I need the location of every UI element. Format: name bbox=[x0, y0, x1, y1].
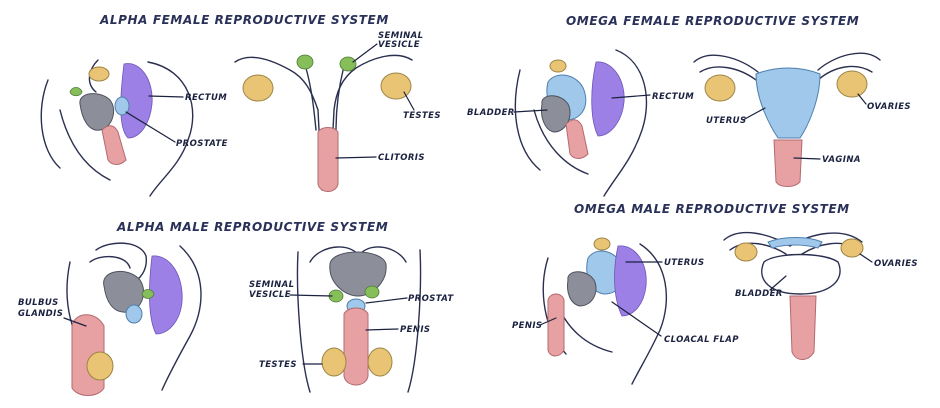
uterus-leader bbox=[742, 107, 766, 121]
seminal-vesicle-shape bbox=[296, 54, 314, 70]
alpha-male-testes-label: TESTES bbox=[259, 360, 297, 370]
ovaries-leader bbox=[857, 93, 867, 105]
bladder-shape bbox=[103, 271, 144, 313]
ovary-shape bbox=[840, 238, 864, 258]
urethra-shape bbox=[101, 125, 127, 165]
alpha-male-penis-label: PENIS bbox=[400, 325, 430, 335]
alpha-male-bulbus-label-2: GLANDIS bbox=[18, 309, 63, 319]
rectum-shape bbox=[148, 255, 183, 335]
ovary-shape bbox=[704, 74, 736, 102]
alpha-female-seminal-vesicle-label-1: SEMINAL bbox=[378, 31, 423, 41]
ovary-shape bbox=[734, 242, 758, 262]
alpha-male-title: ALPHA MALE REPRODUCTIVE SYSTEM bbox=[116, 220, 388, 234]
penis-leader bbox=[365, 328, 399, 331]
vagina-leader bbox=[793, 157, 821, 160]
penis-shape bbox=[789, 295, 817, 360]
alpha-male-seminal-vesicle-label-1: SEMINAL bbox=[249, 280, 294, 290]
omega-male-side-view bbox=[542, 237, 668, 385]
rectum-shape bbox=[614, 245, 647, 317]
seminal-vesicle-leader bbox=[289, 294, 333, 297]
omega-female-vagina-label: VAGINA bbox=[822, 155, 861, 165]
omega-male-penis-label: PENIS bbox=[512, 321, 542, 331]
seminal-vesicle-shape bbox=[364, 285, 380, 299]
alpha-male-bulbus-label-1: BULBUS bbox=[18, 298, 59, 308]
vagina-shape bbox=[565, 119, 589, 159]
rectum-leader bbox=[148, 95, 184, 98]
prostate-leader bbox=[125, 111, 176, 143]
alpha-male-side-view bbox=[66, 242, 202, 396]
alpha-female-title: ALPHA FEMALE REPRODUCTIVE SYSTEM bbox=[99, 13, 389, 27]
rectum-shape bbox=[591, 61, 625, 137]
omega-female-uterus-label: UTERUS bbox=[706, 116, 746, 126]
alpha-female-front-view bbox=[234, 54, 413, 192]
omega-female-front-view bbox=[693, 52, 881, 187]
alpha-female-seminal-vesicle-label-2: VESICLE bbox=[378, 40, 420, 50]
bladder-leader bbox=[769, 275, 787, 291]
testis-shape bbox=[367, 347, 393, 377]
alpha-female-clitoris-label: CLITORIS bbox=[378, 153, 425, 163]
omega-male-title: OMEGA MALE REPRODUCTIVE SYSTEM bbox=[574, 202, 850, 216]
seminal-vesicle-shape bbox=[141, 289, 155, 299]
penis-leader bbox=[539, 317, 557, 326]
seminal-vesicle-leader bbox=[352, 43, 378, 63]
seminal-vesicle-shape bbox=[69, 87, 83, 97]
testis-shape bbox=[321, 347, 347, 377]
alpha-female-testes-label: TESTES bbox=[403, 111, 441, 121]
gonad-shape bbox=[380, 72, 412, 100]
alpha-male-prostate-label: PROSTAT bbox=[408, 294, 454, 304]
omega-male-front-view bbox=[723, 231, 864, 360]
gonad-shape bbox=[88, 66, 110, 82]
alpha-male-seminal-vesicle-label-2: VESICLE bbox=[249, 290, 291, 300]
omega-female-ovaries-label: OVARIES bbox=[867, 102, 911, 112]
omega-female-rectum-label: RECTUM bbox=[652, 92, 694, 102]
testis-shape bbox=[86, 351, 114, 381]
bladder-leader bbox=[513, 109, 548, 113]
bowel-shape bbox=[567, 271, 597, 307]
omega-female-side-view bbox=[514, 49, 648, 197]
gonad-shape bbox=[593, 237, 611, 251]
prostate-leader bbox=[365, 297, 408, 304]
seminal-vesicle-shape bbox=[339, 56, 357, 72]
omega-male-uterus-label: UTERUS bbox=[664, 258, 704, 268]
omega-female-title: OMEGA FEMALE REPRODUCTIVE SYSTEM bbox=[566, 14, 859, 28]
alpha-male-front-view bbox=[296, 246, 422, 393]
omega-male-bladder-label: BLADDER bbox=[735, 289, 783, 299]
uterus-shape bbox=[767, 237, 823, 249]
clitoris-shape bbox=[317, 127, 339, 192]
penis-shape bbox=[343, 307, 369, 386]
alpha-female-prostate-label: PROSTATE bbox=[176, 139, 228, 149]
alpha-female-rectum-label: RECTUM bbox=[185, 93, 227, 103]
bladder-shape bbox=[761, 253, 841, 295]
vagina-shape bbox=[773, 139, 803, 187]
bladder-shape bbox=[79, 93, 115, 131]
testes-leader bbox=[403, 91, 415, 111]
alpha-female-side-view bbox=[40, 59, 194, 197]
omega-male-ovaries-label: OVARIES bbox=[874, 259, 918, 269]
rectum-leader bbox=[611, 94, 651, 99]
gonad-shape bbox=[242, 74, 274, 102]
omega-female-bladder-label: BLADDER bbox=[467, 108, 515, 118]
prostate-shape bbox=[114, 96, 130, 116]
ovaries-leader bbox=[859, 253, 873, 263]
gonad-shape bbox=[549, 59, 567, 73]
ovary-shape bbox=[836, 70, 868, 98]
bowel-shape bbox=[541, 95, 571, 133]
penis-shape bbox=[547, 293, 565, 357]
prostate-shape bbox=[125, 304, 143, 324]
bulbus-glandis-leader bbox=[63, 317, 87, 327]
uterus-shape bbox=[755, 67, 821, 139]
omega-male-cloacal-flap-label: CLOACAL FLAP bbox=[664, 335, 739, 345]
clitoris-leader bbox=[335, 156, 377, 159]
cloacal-flap-leader bbox=[611, 301, 662, 337]
bladder-shape bbox=[329, 251, 387, 297]
